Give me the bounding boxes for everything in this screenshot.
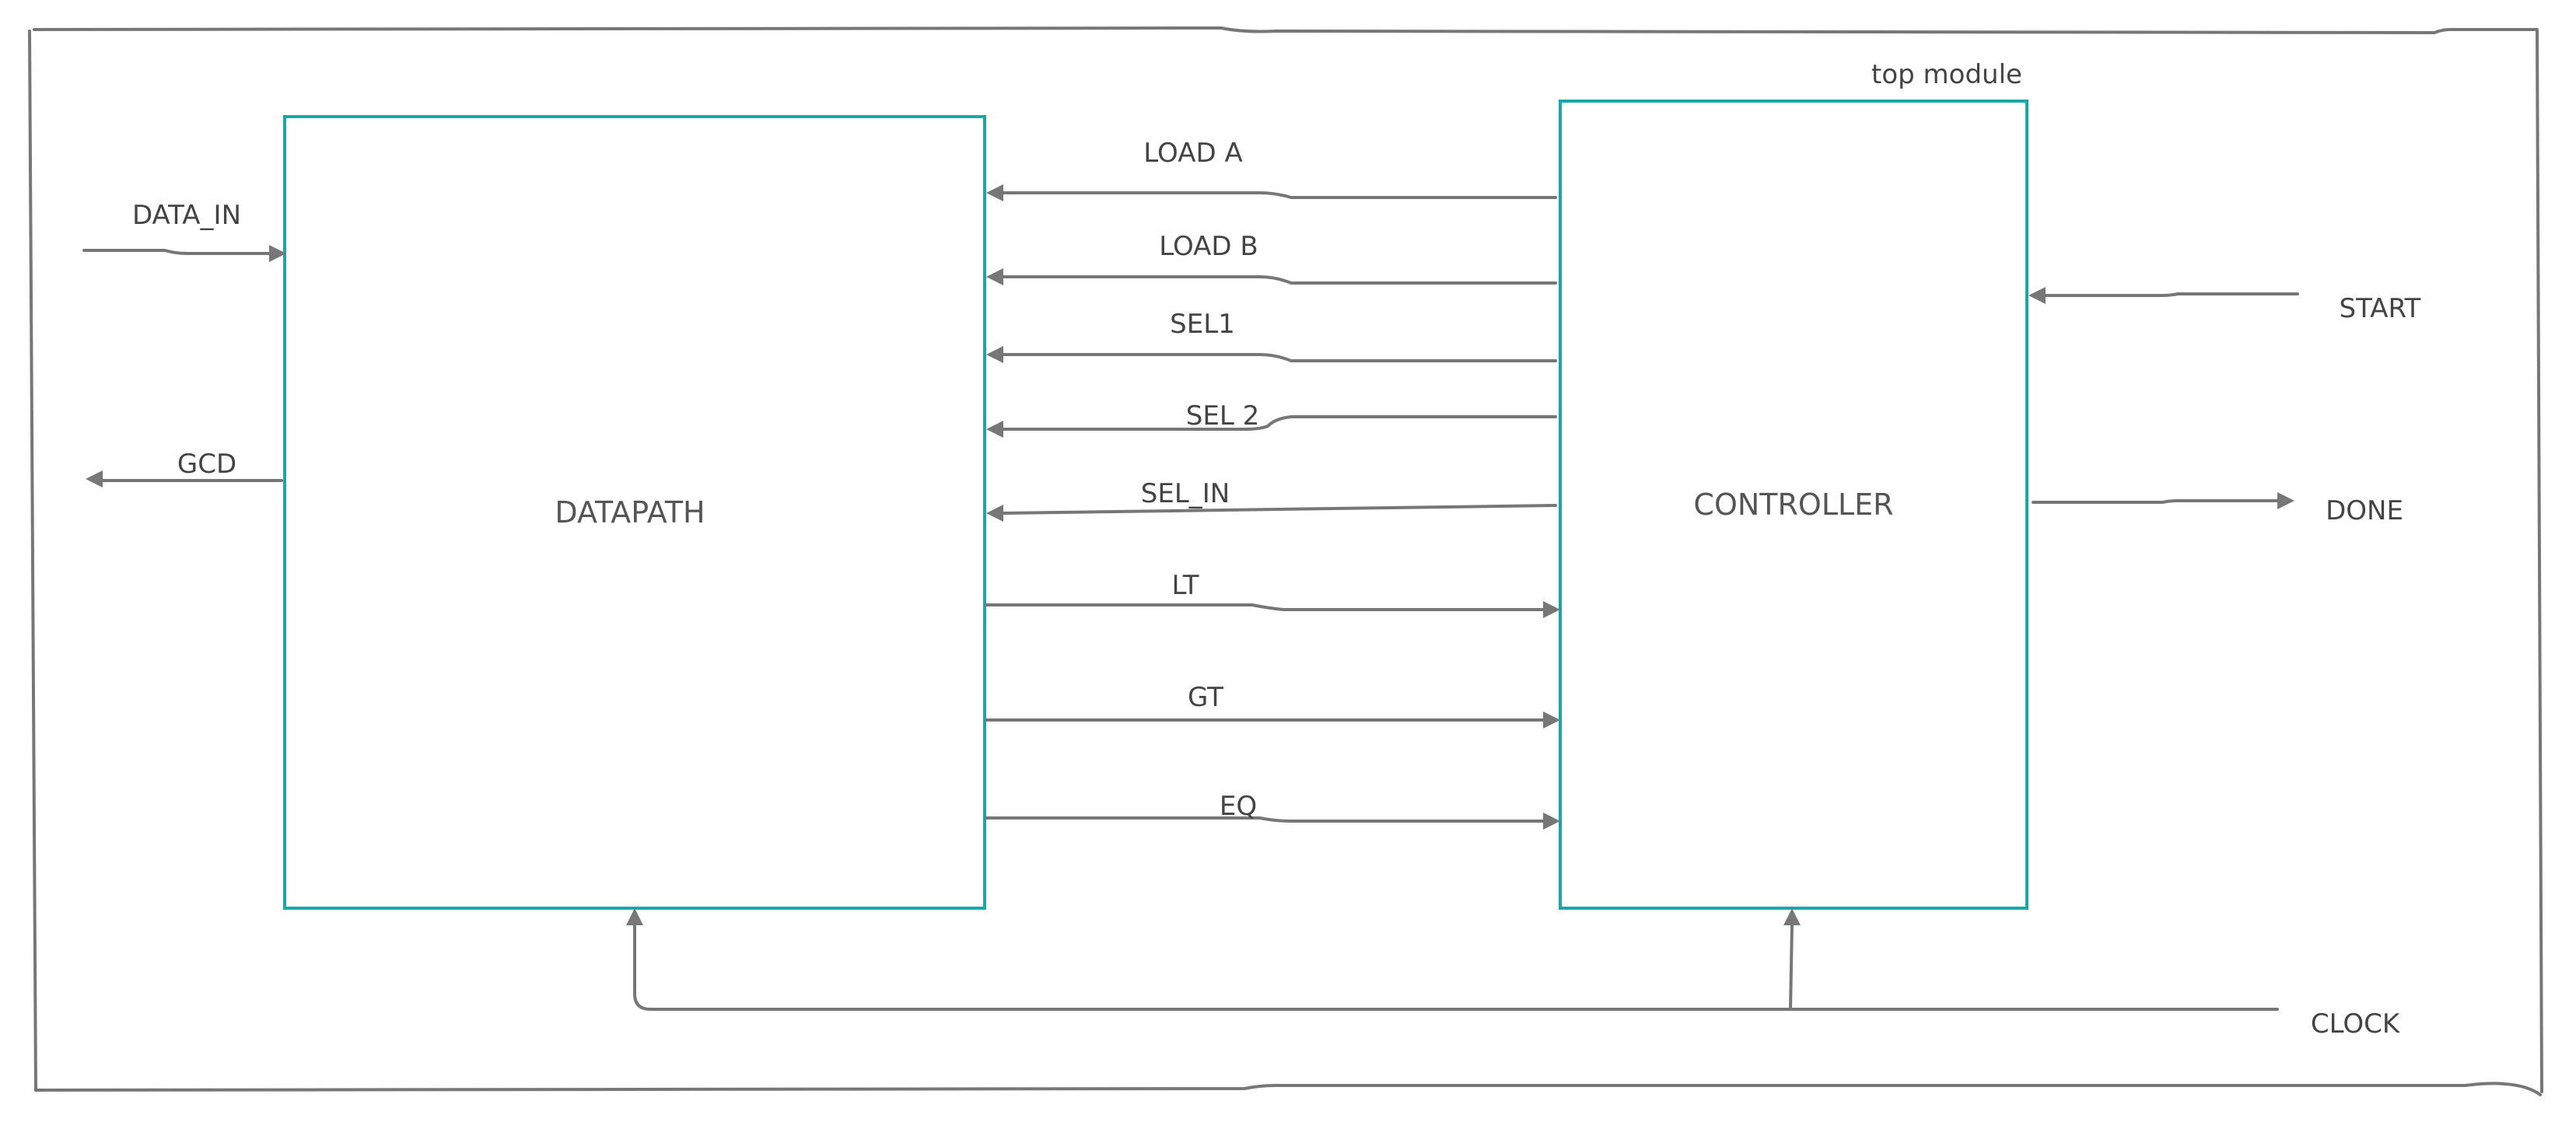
gt-wire xyxy=(985,711,1560,729)
eq-wire xyxy=(985,813,1560,830)
eq-arrowhead xyxy=(1543,813,1560,830)
sel-in-wire xyxy=(986,504,1557,522)
sel2-wire xyxy=(986,415,1557,438)
done-arrowhead xyxy=(2277,492,2294,509)
clock-label: CLOCK xyxy=(2311,1008,2401,1040)
load-a-arrowhead xyxy=(986,184,1003,201)
eq-label: EQ xyxy=(1220,791,1257,822)
sel-in-arrowhead xyxy=(986,505,1003,522)
start-label: START xyxy=(2340,293,2421,324)
gcd-arrowhead xyxy=(86,470,103,488)
lt-wire xyxy=(985,601,1560,618)
datapath-block[interactable] xyxy=(283,115,986,910)
load-b-label: LOAD B xyxy=(1159,231,1258,262)
lt-arrowhead xyxy=(1543,601,1560,618)
sel2-arrowhead xyxy=(986,421,1003,438)
gcd-wire xyxy=(86,470,283,488)
gt-arrowhead xyxy=(1543,711,1560,729)
data-in-label: DATA_IN xyxy=(132,200,241,231)
controller-label: CONTROLLER xyxy=(1693,488,1893,522)
start-wire xyxy=(2028,287,2299,304)
sel1-wire xyxy=(986,346,1557,363)
top-module-frame xyxy=(28,26,2543,1096)
clock-datapath-arrowhead xyxy=(626,908,643,925)
lt-label: LT xyxy=(1171,570,1199,601)
gt-label: GT xyxy=(1188,682,1223,713)
done-wire xyxy=(2032,492,2294,509)
sel1-arrowhead xyxy=(986,346,1003,363)
load-a-label: LOAD A xyxy=(1143,138,1242,169)
clock-wire xyxy=(626,908,2279,1011)
load-a-wire xyxy=(986,184,1557,201)
start-arrowhead xyxy=(2028,287,2046,304)
data-in-wire xyxy=(82,245,286,262)
data-in-arrowhead xyxy=(269,245,286,262)
sel2-label: SEL 2 xyxy=(1186,400,1259,432)
done-label: DONE xyxy=(2326,495,2403,526)
load-b-arrowhead xyxy=(986,268,1003,285)
top-module-label: top module xyxy=(1871,59,2022,90)
clock-controller-arrowhead xyxy=(1783,908,1801,925)
sel1-label: SEL1 xyxy=(1170,309,1235,340)
gcd-label: GCD xyxy=(177,449,236,480)
datapath-label: DATAPATH xyxy=(555,495,705,530)
load-b-wire xyxy=(986,268,1557,285)
sel-in-label: SEL_IN xyxy=(1141,478,1230,509)
controller-block[interactable] xyxy=(1559,100,2028,910)
